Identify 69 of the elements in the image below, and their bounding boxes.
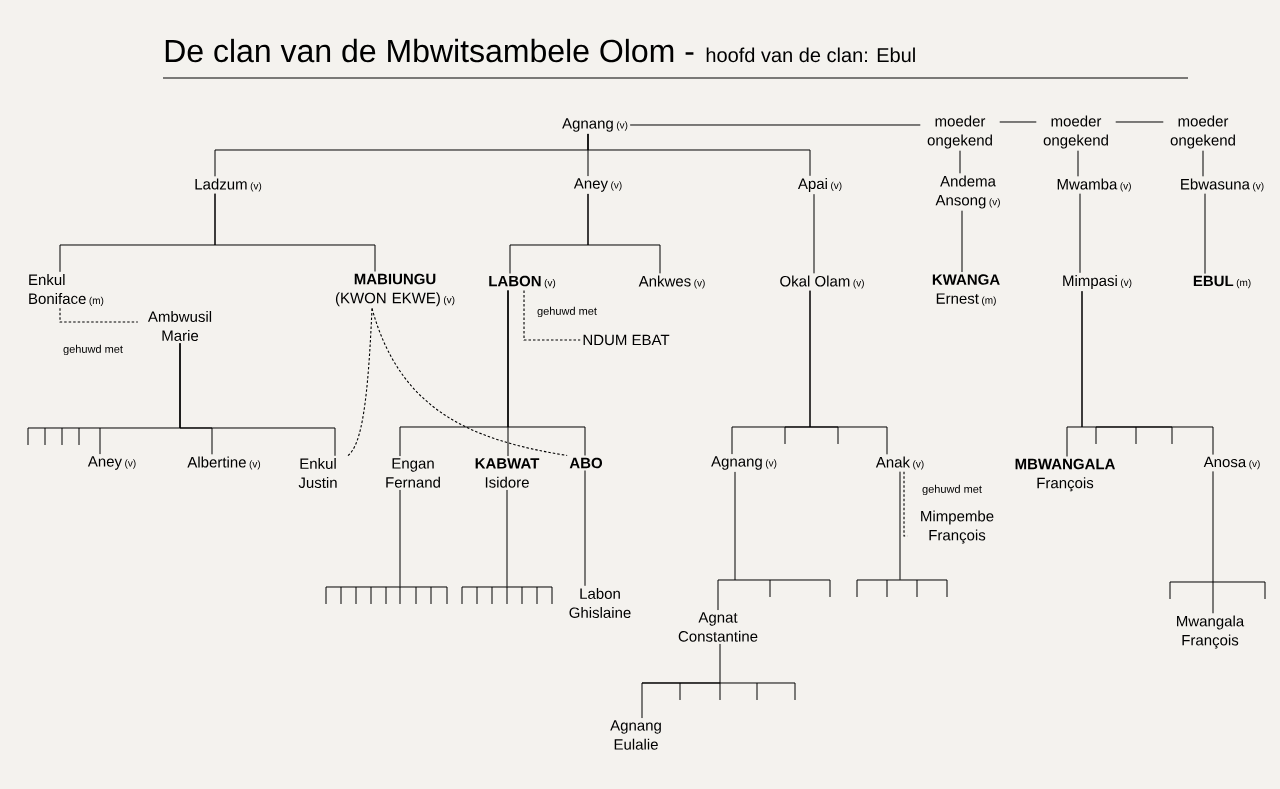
family-line	[399, 489, 401, 588]
family-line	[899, 471, 901, 581]
name-label: Ebwasuna (v)	[1181, 178, 1264, 192]
name-label: Engan Fernand	[386, 458, 440, 488]
family-line	[1077, 150, 1079, 177]
family-line	[961, 210, 963, 273]
descendant-bracket	[856, 579, 948, 598]
name-label: Enkul Justin	[298, 458, 337, 488]
name-label: Aney (v)	[87, 456, 136, 470]
name-label: Ladzum (v)	[195, 178, 262, 192]
family-line	[629, 124, 921, 126]
name-label: Anak (v)	[875, 456, 924, 470]
family-line	[214, 193, 376, 272]
family-line	[959, 150, 961, 174]
name-label: Mwamba (v)	[1057, 178, 1131, 192]
name-label: KABWAT Isidore	[475, 458, 540, 488]
name-label: Agnat Constantine	[678, 612, 758, 642]
name-label: Apai (v)	[797, 178, 842, 192]
name-label: Aney (v)	[573, 178, 622, 192]
name-label: Okal Olam (v)	[780, 275, 864, 289]
name-label: Andema Ansong (v)	[935, 175, 1000, 209]
name-label: Ankwes (v)	[638, 275, 705, 289]
descendant-bracket	[461, 586, 553, 605]
name-label: Albertine (v)	[187, 456, 261, 470]
family-line	[587, 133, 811, 177]
family-line	[59, 307, 139, 323]
family-line	[507, 289, 586, 456]
name-label: MABIUNGU (KWON EKWE) (v)	[335, 273, 455, 307]
family-line	[1115, 121, 1164, 123]
family-line	[523, 289, 581, 341]
name-label: KWANGA Ernest (m)	[932, 274, 1000, 306]
family-line	[587, 193, 661, 274]
name-label: moeder ongekend	[1043, 115, 1108, 149]
family-line	[809, 290, 888, 455]
name-label: Anosa (v)	[1203, 456, 1260, 470]
family-line	[584, 470, 586, 587]
name-label: Ambwusil Marie	[147, 311, 212, 341]
title: De clan van de Mbwitsambele Olom -	[165, 38, 694, 63]
family-line	[179, 342, 336, 457]
family-line	[1081, 290, 1214, 456]
family-line	[903, 471, 908, 537]
name-label: Labon Ghislaine	[569, 588, 631, 618]
family-line	[347, 307, 373, 457]
name-label: Mimpasi (v)	[1063, 275, 1132, 289]
family-line	[1202, 150, 1204, 177]
name-label: EBUL (m)	[1193, 275, 1251, 289]
name-label: Mwangala François	[1177, 615, 1245, 649]
family-line	[1212, 470, 1214, 614]
family-line	[371, 307, 568, 457]
name-label: moeder ongekend	[927, 115, 992, 149]
family-line	[506, 489, 508, 588]
name-label: Agnang (v)	[711, 456, 777, 470]
family-line	[641, 643, 721, 719]
family-line	[1079, 193, 1081, 274]
family-line	[717, 471, 736, 611]
name-label: ABO	[569, 457, 603, 469]
family-line	[813, 193, 815, 274]
name-label: LABON (v)	[489, 275, 556, 289]
name-label: NDUM EBAT	[583, 334, 670, 346]
name-label: Agnang (v)	[562, 118, 628, 132]
name-label: MBWANGALA François	[1015, 458, 1115, 492]
family-line	[999, 121, 1037, 123]
descendant-bracket	[325, 586, 448, 605]
name-label: Agnang Eulalie	[610, 720, 661, 750]
name-label: Mimpembe François	[921, 510, 994, 544]
subtitle: hoofd van de clan: Ebul	[706, 47, 915, 63]
name-label: moeder ongekend	[1170, 115, 1235, 149]
name-label: Enkul Boniface (m)	[29, 274, 104, 306]
family-line	[1204, 193, 1206, 275]
